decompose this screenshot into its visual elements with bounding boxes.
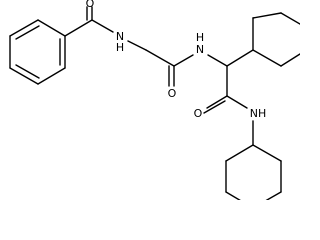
atom-o-amide: O <box>194 107 203 120</box>
structure-canvas: O N H O H N O NH <box>9 0 300 200</box>
atom-o-glycyl: O <box>168 87 177 100</box>
molecule-structure: O N H O H N O NH <box>9 0 300 200</box>
benzamide-nh-bonds <box>91 19 147 51</box>
glycyl-nh-bonds <box>173 54 228 67</box>
atom-h-glycyl: H <box>196 31 204 44</box>
cyclohexyl-ring-top <box>252 12 300 67</box>
atom-h-benzamide: H <box>116 41 124 54</box>
amide-carbonyl <box>203 95 248 114</box>
atom-n-glycyl: N <box>196 43 204 56</box>
alpha-carbon-bonds <box>226 49 254 97</box>
atom-n-benzamide: N <box>116 30 124 43</box>
atom-nh-cyclohexylamide: NH <box>250 107 267 120</box>
atom-o-benzoyl: O <box>86 0 95 10</box>
benzoyl-carbonyl <box>64 6 93 37</box>
benzene-ring <box>9 19 66 85</box>
glycyl-chain <box>145 49 175 87</box>
cyclohexyl-ring-bottom <box>225 144 282 200</box>
